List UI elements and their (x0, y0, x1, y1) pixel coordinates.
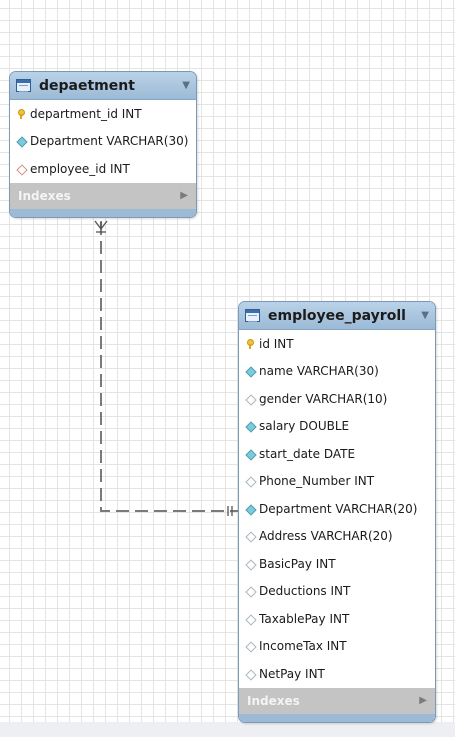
column-label: IncomeTax INT (259, 639, 347, 654)
column-list: id INT name VARCHAR(30) gender VARCHAR(10)… (239, 330, 435, 688)
column-label: Address VARCHAR(20) (259, 529, 393, 544)
column-row[interactable]: name VARCHAR(30) (239, 358, 435, 386)
table-bottom-bar (10, 208, 196, 217)
collapse-icon[interactable]: ▼ (421, 310, 429, 321)
column-nullable-icon (245, 586, 255, 596)
column-row[interactable]: Deductions INT (239, 578, 435, 606)
indexes-label: Indexes (247, 693, 300, 708)
column-nullable-icon (245, 394, 255, 404)
column-row[interactable]: Phone_Number INT (239, 468, 435, 496)
column-row[interactable]: Address VARCHAR(20) (239, 523, 435, 551)
column-not-null-icon (245, 366, 255, 376)
expand-arrow-icon[interactable]: ▶ (419, 695, 427, 706)
crows-foot-many-icon (94, 220, 108, 233)
column-label: name VARCHAR(30) (259, 364, 379, 379)
table-title: employee_payroll (268, 307, 406, 324)
table-icon (245, 309, 260, 322)
column-nullable-icon (245, 531, 255, 541)
column-label: Deductions INT (259, 584, 351, 599)
column-not-null-icon (245, 504, 255, 514)
column-row[interactable]: employee_id INT (10, 155, 196, 183)
column-row[interactable]: salary DOUBLE (239, 413, 435, 441)
indexes-label: Indexes (18, 188, 71, 203)
primary-key-icon (245, 338, 255, 349)
column-nullable-icon (245, 559, 255, 569)
column-label: Phone_Number INT (259, 474, 375, 489)
column-label: employee_id INT (30, 161, 130, 176)
column-nullable-icon (245, 614, 255, 624)
table-header[interactable]: depaetment ▼ (10, 72, 196, 100)
column-nullable-icon (245, 641, 255, 651)
column-row[interactable]: department_id INT (10, 100, 196, 128)
column-nullable-icon (245, 476, 255, 486)
employee-payroll-table[interactable]: employee_payroll ▼ id INT name VARCHAR(30… (238, 301, 436, 723)
column-row[interactable]: Department VARCHAR(30) (10, 128, 196, 156)
table-title: depaetment (39, 77, 135, 94)
column-label: NetPay INT (259, 666, 325, 681)
column-not-null-icon (245, 421, 255, 431)
column-row[interactable]: gender VARCHAR(10) (239, 385, 435, 413)
table-icon (16, 79, 31, 92)
column-label: TaxablePay INT (259, 611, 350, 626)
column-label: salary DOUBLE (259, 419, 350, 434)
column-label: Department VARCHAR(30) (30, 134, 189, 149)
foreign-key-icon (16, 164, 26, 174)
depaetment-table[interactable]: depaetment ▼ department_id INT Department… (9, 71, 197, 218)
table-header[interactable]: employee_payroll ▼ (239, 302, 435, 330)
expand-arrow-icon[interactable]: ▶ (180, 190, 188, 201)
column-row[interactable]: NetPay INT (239, 660, 435, 688)
primary-key-icon (16, 108, 26, 119)
column-row[interactable]: Department VARCHAR(20) (239, 495, 435, 523)
indexes-section[interactable]: Indexes ▶ (239, 687, 435, 714)
column-label: department_id INT (30, 106, 142, 121)
column-label: BasicPay INT (259, 556, 336, 571)
column-not-null-icon (16, 136, 26, 146)
column-label: id INT (259, 336, 294, 351)
column-list: department_id INT Department VARCHAR(30) e… (10, 100, 196, 183)
column-label: gender VARCHAR(10) (259, 391, 388, 406)
canvas-bottom-strip (0, 722, 455, 737)
column-label: start_date DATE (259, 446, 356, 461)
column-row[interactable]: id INT (239, 330, 435, 358)
column-row[interactable]: BasicPay INT (239, 550, 435, 578)
column-label: Department VARCHAR(20) (259, 501, 418, 516)
column-row[interactable]: IncomeTax INT (239, 633, 435, 661)
table-bottom-bar (239, 713, 435, 722)
collapse-icon[interactable]: ▼ (182, 80, 190, 91)
one-mandatory-icon (227, 506, 233, 516)
indexes-section[interactable]: Indexes ▶ (10, 182, 196, 209)
column-row[interactable]: start_date DATE (239, 440, 435, 468)
column-row[interactable]: TaxablePay INT (239, 605, 435, 633)
relationship-line[interactable] (100, 222, 238, 512)
column-nullable-icon (245, 669, 255, 679)
column-not-null-icon (245, 449, 255, 459)
